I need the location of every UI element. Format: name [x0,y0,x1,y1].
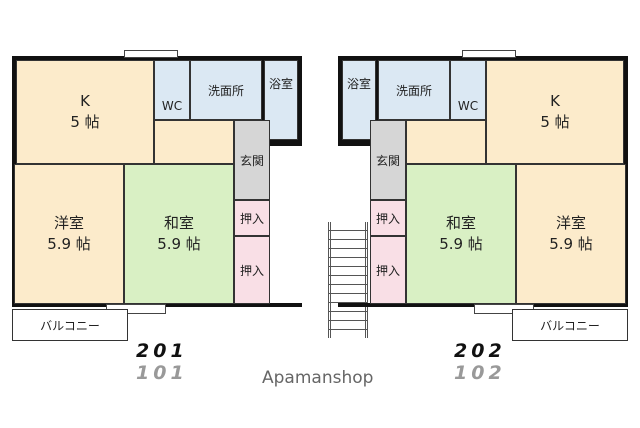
room-name: 和室 [445,214,476,232]
room-balcony: バルコニー [512,309,628,341]
room-label: バルコニー [40,318,100,333]
room-entrance: 玄関 [370,120,406,200]
room-name: 和室 [163,214,194,232]
room-label: 洗面所 [207,83,244,98]
room-label: 玄関 [375,153,400,168]
room-size: 5.9 帖 [47,235,91,253]
staircase [328,222,368,338]
room-size: 5.9 帖 [439,235,483,253]
room-entrance: 玄関 [234,120,270,200]
room-label: 玄関 [239,153,264,168]
room-label: バルコニー [540,318,600,333]
room-name: 洋室 [555,214,586,232]
room-bath: 浴室 [342,60,376,140]
lower-unit-number: 102 [454,362,506,384]
room-western: 洋室 5.9 帖 [14,164,124,304]
wall [338,56,344,146]
room-closet-lower: 押入 [370,236,406,304]
room-closet-upper: 押入 [234,200,270,236]
room-name: K [80,92,90,110]
room-label: WC [161,99,183,113]
wall [296,56,302,146]
room-label: 浴室 [268,77,293,91]
room-wc: WC [154,60,190,120]
room-label: 押入 [239,263,264,278]
room-washroom: 洗面所 [378,60,450,120]
room-label: 浴室 [346,77,371,91]
room-label: 押入 [375,263,400,278]
unit-number: 201 [136,340,188,362]
room-name: 洋室 [53,214,84,232]
window [124,50,178,58]
room-label: 洗面所 [395,83,432,98]
room-label: 押入 [239,211,264,226]
room-size: 5 帖 [70,113,100,131]
room-washroom: 洗面所 [190,60,262,120]
room-wc: WC [450,60,486,120]
room-japanese: 和室 5.9 帖 [406,164,516,304]
room-hall [154,120,234,164]
room-label: WC [457,99,479,113]
watermark: Apamanshop [262,368,374,388]
room-closet-upper: 押入 [370,200,406,236]
room-name: K [550,92,560,110]
room-size: 5.9 帖 [549,235,593,253]
unit-number: 202 [454,340,506,362]
room-label: 押入 [375,211,400,226]
room-hall [406,120,486,164]
room-kitchen: K 5 帖 [486,60,624,164]
lower-unit-number: 101 [136,362,188,384]
room-size: 5 帖 [540,113,570,131]
wall [12,56,302,61]
room-size: 5.9 帖 [157,235,201,253]
room-balcony: バルコニー [12,309,128,341]
room-japanese: 和室 5.9 帖 [124,164,234,304]
room-kitchen: K 5 帖 [16,60,154,164]
room-closet-lower: 押入 [234,236,270,304]
window [462,50,516,58]
room-western: 洋室 5.9 帖 [516,164,626,304]
wall [338,56,628,61]
